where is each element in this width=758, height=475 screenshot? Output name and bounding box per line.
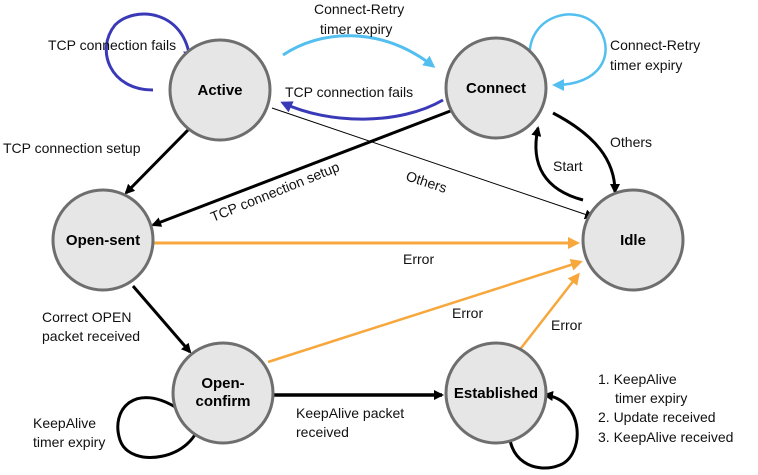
- label-connect-to-active: TCP connection fails: [285, 84, 413, 100]
- established-to-idle-arrow: [517, 272, 580, 353]
- connect-to-opensent-arrow: [151, 108, 454, 227]
- label-openconfirm-to-idle: Error: [452, 305, 483, 321]
- connect-to-idle-arrow: [552, 111, 620, 194]
- state-established-label: Established: [454, 385, 538, 402]
- openconfirm-self-loop: [116, 396, 204, 459]
- label-active-to-opensent: TCP connection setup: [3, 140, 141, 156]
- established-self-loop: [508, 391, 579, 470]
- label-opensent-to-openconfirm-2: packet received: [42, 328, 140, 344]
- label-established-self-4: 3. KeepAlive received: [598, 429, 733, 445]
- label-openconfirm-to-established-2: received: [296, 424, 349, 440]
- label-established-self-2: timer expiry: [615, 390, 687, 406]
- label-openconfirm-self-2: timer expiry: [33, 434, 105, 450]
- state-active-label: Active: [197, 82, 242, 99]
- state-active: Active: [168, 38, 272, 142]
- opensent-to-openconfirm-arrow: [131, 285, 192, 354]
- label-connect-to-idle: Others: [610, 134, 652, 150]
- label-connect-to-opensent: TCP connection setup: [208, 158, 342, 224]
- label-opensent-to-idle: Error: [403, 251, 434, 267]
- label-active-to-connect-2: timer expiry: [320, 21, 392, 37]
- label-connect-self-1: Connect-Retry: [610, 37, 700, 53]
- label-established-self-3: 2. Update received: [598, 409, 716, 425]
- label-openconfirm-self-1: KeepAlive: [33, 415, 96, 431]
- state-open-sent-label: Open-sent: [66, 232, 140, 249]
- active-to-connect-arrow: [282, 34, 436, 68]
- idle-to-connect-arrow: [531, 126, 584, 202]
- state-open-confirm-label-1: Open-: [201, 375, 244, 392]
- state-idle: Idle: [581, 188, 685, 292]
- label-established-self-1: 1. KeepAlive: [598, 371, 677, 387]
- label-idle-to-connect: Start: [553, 158, 583, 174]
- label-active-to-idle: Others: [404, 168, 449, 196]
- openconfirm-to-idle-arrow: [267, 259, 583, 364]
- label-connect-self-2: timer expiry: [610, 57, 682, 73]
- state-connect-label: Connect: [466, 80, 526, 97]
- state-open-confirm: Open- confirm: [171, 341, 275, 445]
- label-active-to-connect-1: Connect-Retry: [314, 1, 404, 17]
- connect-self-loop: [528, 13, 607, 91]
- state-established: Established: [444, 341, 548, 445]
- state-connect: Connect: [444, 36, 548, 140]
- label-opensent-to-openconfirm-1: Correct OPEN: [42, 309, 131, 325]
- state-idle-label: Idle: [620, 232, 646, 249]
- active-self-loop: [104, 12, 196, 92]
- label-established-to-idle: Error: [551, 317, 582, 333]
- label-openconfirm-to-established-1: KeepAlive packet: [296, 405, 404, 421]
- connect-to-active-arrow: [280, 98, 444, 121]
- active-to-opensent-arrow: [124, 126, 192, 195]
- state-open-sent: Open-sent: [51, 188, 155, 292]
- state-open-confirm-label-2: confirm: [195, 393, 250, 410]
- label-active-self: TCP connection fails: [48, 37, 176, 53]
- active-to-idle-arrow: [271, 107, 595, 220]
